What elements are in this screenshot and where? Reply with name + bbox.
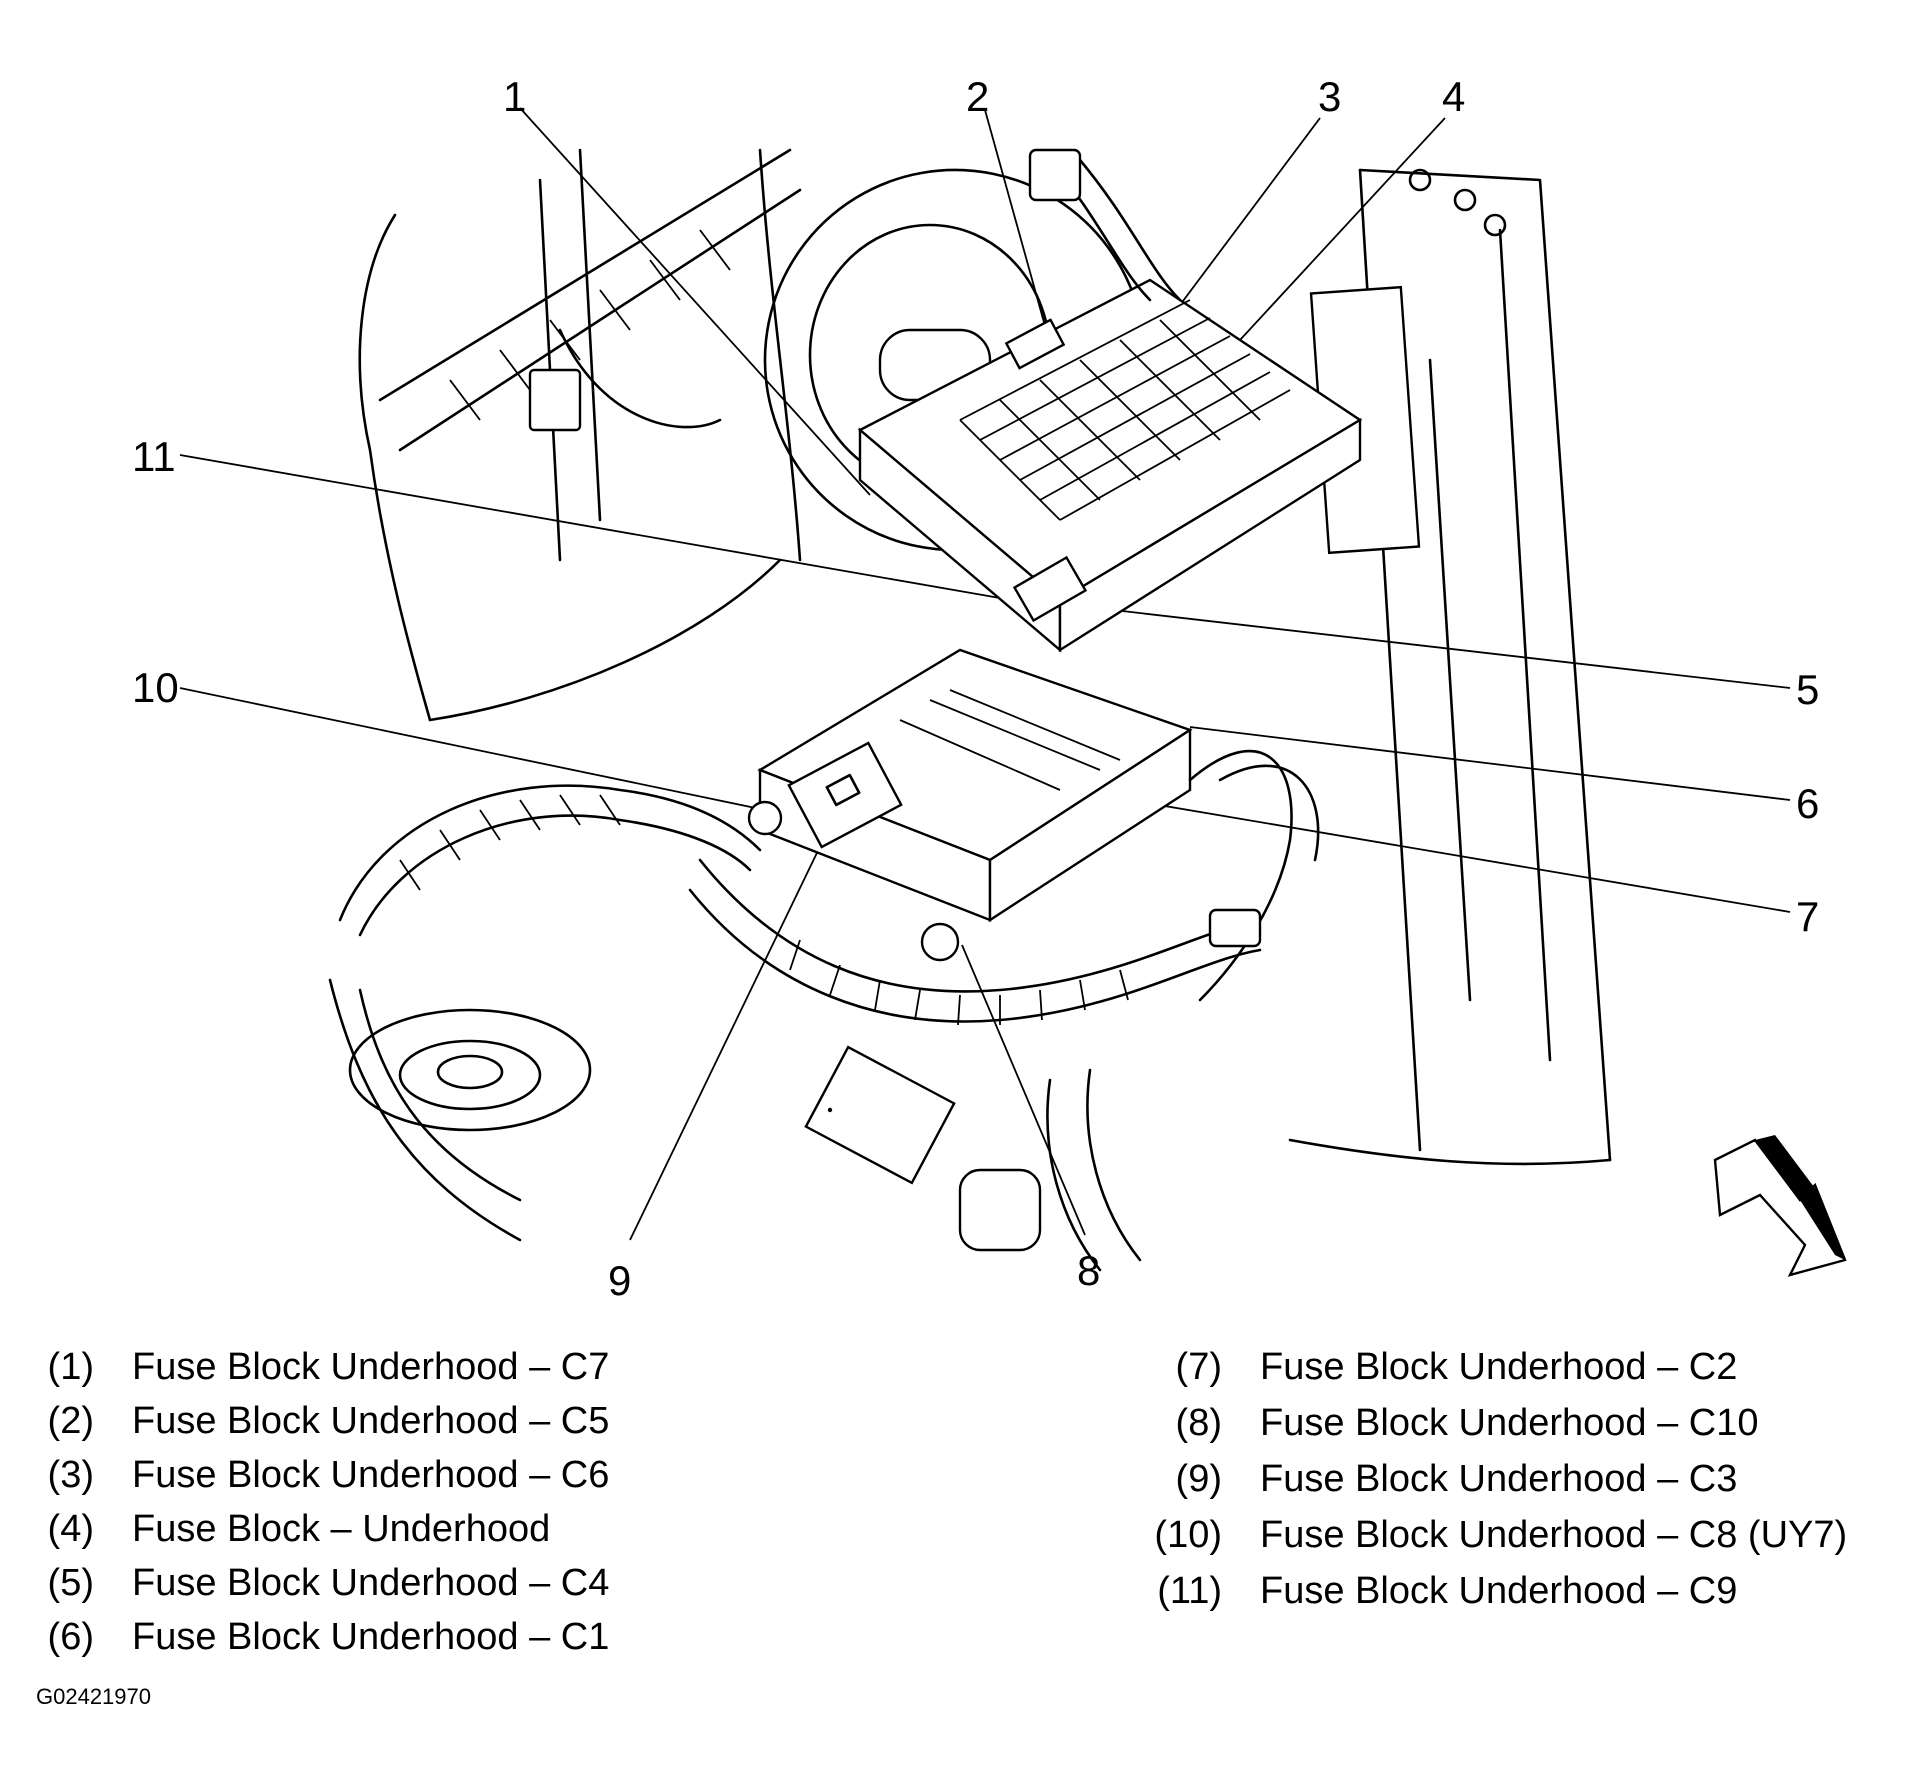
right-fender-panel	[1288, 168, 1612, 1166]
leader-line-11	[179, 454, 1081, 613]
front-direction-arrow-icon	[1713, 1135, 1847, 1277]
figure-code: G02421970	[36, 1684, 151, 1709]
legend-item: (5) Fuse Block Underhood – C4	[36, 1562, 610, 1604]
legend-number: (5)	[47, 1562, 94, 1604]
legend-number: (1)	[47, 1346, 94, 1388]
legend-item: (10) Fuse Block Underhood – C8 (UY7)	[1136, 1516, 1847, 1554]
legend-item: (9) Fuse Block Underhood – C3	[1136, 1458, 1738, 1500]
legend-item: (4) Fuse Block – Underhood	[36, 1508, 551, 1550]
callout-7: 7	[1796, 893, 1820, 940]
leader-lines	[179, 107, 1791, 1241]
legend-text: Fuse Block – Underhood	[132, 1508, 551, 1550]
legend-number: (10)	[1154, 1514, 1222, 1556]
legend-number: (2)	[47, 1400, 94, 1442]
legend-number: (9)	[1175, 1458, 1222, 1500]
legend-item: (8) Fuse Block Underhood – C10	[1136, 1404, 1759, 1442]
legend-item: (2) Fuse Block Underhood – C5	[36, 1400, 610, 1442]
legend-text: Fuse Block Underhood – C9	[1260, 1570, 1738, 1612]
legend-text: Fuse Block Underhood – C7	[132, 1346, 610, 1388]
leader-line-5	[1069, 604, 1791, 689]
fuse-grid	[959, 299, 1291, 521]
callout-9: 9	[608, 1257, 632, 1304]
callout-3: 3	[1318, 73, 1342, 120]
legend-text: Fuse Block Underhood – C1	[132, 1616, 610, 1658]
legend-number: (4)	[47, 1508, 94, 1550]
leader-line-1	[519, 107, 871, 496]
legend-item: (3) Fuse Block Underhood – C6	[36, 1454, 610, 1496]
legend-number: (6)	[47, 1616, 94, 1658]
wire-harness	[338, 158, 1320, 1272]
leader-line-9	[629, 829, 829, 1241]
leader-line-7	[1099, 794, 1791, 913]
legend-number: (7)	[1175, 1346, 1222, 1388]
legend-item: (1) Fuse Block Underhood – C7	[36, 1346, 610, 1388]
legend-item: (11) Fuse Block Underhood – C9	[1136, 1572, 1737, 1610]
legend-item: (7) Fuse Block Underhood – C2	[1136, 1346, 1738, 1388]
legend-text: Fuse Block Underhood – C6	[132, 1454, 610, 1496]
legend-text: Fuse Block Underhood – C8 (UY7)	[1260, 1514, 1848, 1556]
callout-2: 2	[966, 73, 990, 120]
upper-harness-tube	[378, 148, 802, 452]
lower-connector-block	[757, 648, 1193, 923]
callout-5: 5	[1796, 666, 1820, 713]
fuse-block-underhood	[857, 278, 1363, 653]
leader-line-4	[1239, 117, 1446, 341]
callout-1: 1	[503, 73, 527, 120]
callout-10: 10	[132, 664, 179, 711]
callout-8: 8	[1077, 1247, 1101, 1294]
connectors	[528, 148, 1262, 1252]
callout-11: 11	[132, 433, 176, 480]
legend-number: (11)	[1157, 1570, 1222, 1612]
legend-text: Fuse Block Underhood – C4	[132, 1562, 610, 1604]
legend-item: (6) Fuse Block Underhood – C1	[36, 1616, 610, 1658]
legend-text: Fuse Block Underhood – C2	[1260, 1346, 1738, 1388]
leader-line-10	[179, 687, 766, 811]
leader-line-3	[1179, 117, 1321, 306]
legend-text: Fuse Block Underhood – C10	[1260, 1402, 1759, 1444]
legend-text: Fuse Block Underhood – C5	[132, 1400, 610, 1442]
callout-6: 6	[1796, 780, 1820, 827]
leader-line-6	[1189, 726, 1791, 801]
callout-4: 4	[1442, 73, 1466, 120]
engine-compartment-illustration	[179, 107, 1847, 1277]
legend-number: (8)	[1175, 1402, 1222, 1444]
leader-line-8	[961, 944, 1086, 1236]
strut-tower	[328, 978, 592, 1242]
legend-number: (3)	[47, 1454, 94, 1496]
legend-text: Fuse Block Underhood – C3	[1260, 1458, 1738, 1500]
